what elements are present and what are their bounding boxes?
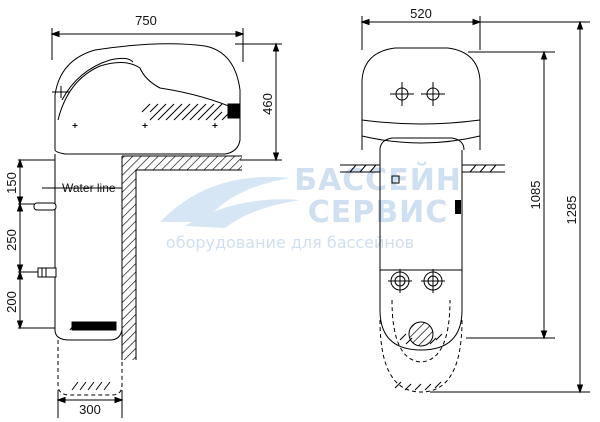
side-wall-hatch	[122, 170, 136, 360]
watermark-line2: СЕРВИС	[308, 195, 449, 230]
dim-460-line	[235, 42, 282, 162]
watermark-line3: оборудование для бассейнов	[166, 233, 414, 252]
front-dashed-shell	[379, 299, 463, 393]
dim-300-label: 300	[79, 402, 101, 417]
watermark-wave-logo	[160, 176, 300, 228]
dim-200-label: 200	[4, 291, 19, 313]
dim-460-label: 460	[260, 93, 275, 115]
side-body	[54, 154, 123, 341]
side-deck-hatch	[122, 156, 242, 170]
front-body	[379, 150, 463, 351]
dim-250-label: 250	[4, 229, 19, 251]
dim-1285-line	[430, 20, 590, 394]
dim-520-line	[360, 16, 482, 50]
dim-750-label: 750	[135, 13, 157, 28]
front-view: 520	[340, 6, 590, 394]
front-jet-right	[421, 269, 445, 293]
water-line-label: Water line	[62, 181, 116, 195]
side-view: 750 460	[4, 13, 282, 418]
watermark-line1: БАССЕЙН	[294, 162, 462, 198]
dim-1285-label: 1285	[564, 196, 579, 225]
side-lower-nozzle	[37, 267, 57, 278]
dim-300-line	[56, 390, 124, 418]
side-head-vents	[141, 103, 231, 121]
front-head-housing	[361, 47, 481, 151]
front-jet-left	[388, 269, 412, 293]
front-lower-vents	[394, 381, 442, 391]
front-deck	[340, 164, 505, 173]
side-head-housing	[52, 43, 241, 155]
side-upper-nozzle	[33, 202, 57, 211]
dim-1085-label: 1085	[528, 181, 543, 210]
dim-left-lines	[16, 158, 55, 330]
dim-1085-line	[466, 50, 555, 340]
dim-520-label: 520	[410, 6, 432, 21]
front-suction-grid	[399, 321, 443, 347]
dim-150-label: 150	[4, 172, 19, 194]
dim-750-line	[50, 28, 245, 62]
side-dashed-shell	[57, 340, 123, 396]
watermark: БАССЕЙН СЕРВИС оборудование для бассейно…	[160, 162, 462, 252]
